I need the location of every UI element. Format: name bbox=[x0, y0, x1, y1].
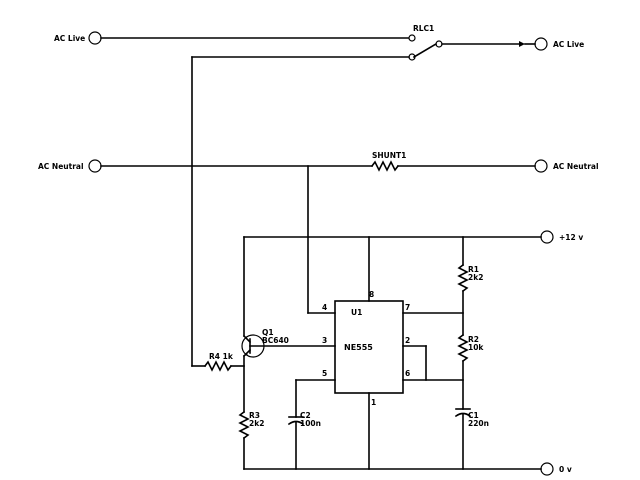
relay-switch-arm bbox=[412, 42, 438, 59]
ac-neutral-left-label: AC Neutral bbox=[38, 162, 84, 171]
ac-neutral-right-terminal[interactable] bbox=[534, 159, 548, 173]
q1-label: Q1 bbox=[262, 328, 274, 337]
c2-label: C2 bbox=[300, 411, 311, 420]
ne555-ic: U1 NE555 8 4 7 3 2 5 6 1 bbox=[322, 290, 410, 407]
c2-value: 100n bbox=[300, 419, 321, 428]
c1-label: C1 bbox=[468, 411, 479, 420]
zero-v-label: 0 v bbox=[559, 465, 572, 474]
plus12-terminal[interactable] bbox=[540, 230, 554, 244]
ac-live-left-terminal[interactable] bbox=[88, 31, 102, 45]
pin-7: 7 bbox=[405, 303, 410, 312]
ac-live-right-terminal[interactable] bbox=[534, 37, 548, 51]
q1-transistor bbox=[241, 334, 336, 358]
zero-v-terminal[interactable] bbox=[540, 462, 554, 476]
relay-feed-wire bbox=[191, 56, 410, 367]
ac-live-line bbox=[88, 31, 548, 61]
ic-name: NE555 bbox=[344, 343, 373, 352]
plus12-rail bbox=[243, 230, 554, 337]
shunt-resistor bbox=[370, 160, 400, 172]
pin-4: 4 bbox=[322, 303, 327, 312]
r3-branch bbox=[238, 355, 250, 470]
r3-value: 2k2 bbox=[249, 419, 264, 428]
r4-branch bbox=[203, 360, 245, 372]
r2-value: 10k bbox=[468, 343, 484, 352]
pin-2: 2 bbox=[405, 336, 410, 345]
ac-live-left-label: AC Live bbox=[54, 34, 85, 43]
pin-3: 3 bbox=[322, 336, 327, 345]
ic-ref: U1 bbox=[351, 308, 362, 317]
q1-value: BC640 bbox=[262, 336, 289, 345]
c2-branch bbox=[287, 379, 336, 470]
ac-live-right-label: AC Live bbox=[553, 40, 584, 49]
ac-neutral-left-terminal[interactable] bbox=[88, 159, 102, 173]
c1-value: 220n bbox=[468, 419, 489, 428]
r2-label: R2 bbox=[468, 335, 479, 344]
pin-5: 5 bbox=[322, 369, 327, 378]
r3-resistor bbox=[238, 410, 250, 440]
pin-6: 6 bbox=[405, 369, 410, 378]
r4-resistor bbox=[203, 360, 233, 372]
pin-1: 1 bbox=[371, 398, 376, 407]
r2-resistor bbox=[457, 333, 469, 363]
zero-v-rail bbox=[243, 462, 554, 476]
ac-neutral-line bbox=[88, 159, 548, 173]
r1-resistor bbox=[457, 263, 469, 293]
shunt-label: SHUNT1 bbox=[372, 151, 406, 160]
pin-8: 8 bbox=[369, 290, 374, 299]
ac-neutral-right-label: AC Neutral bbox=[553, 162, 599, 171]
relay-label: RLC1 bbox=[413, 24, 434, 33]
plus12-label: +12 v bbox=[559, 233, 583, 242]
r1-label: R1 bbox=[468, 265, 479, 274]
r1-value: 2k2 bbox=[468, 273, 483, 282]
r4-label: R4 1k bbox=[209, 352, 234, 361]
r3-label: R3 bbox=[249, 411, 260, 420]
